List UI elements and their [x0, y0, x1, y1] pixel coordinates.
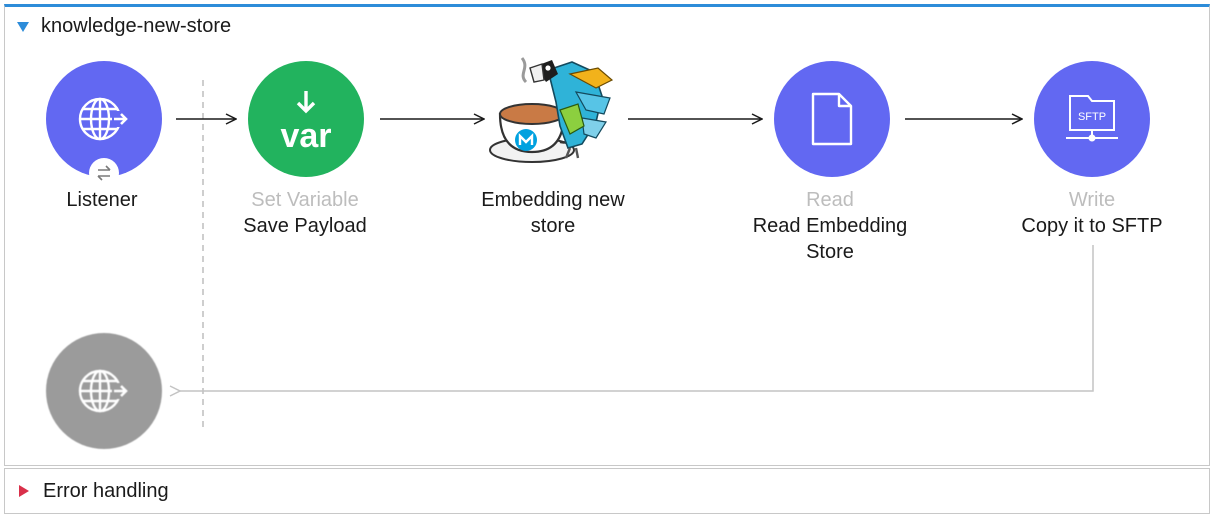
set-variable-name: Save Payload [243, 215, 367, 237]
sftp-icon-text: SFTP [1078, 111, 1106, 123]
embedding-label: Embedding new store [458, 187, 648, 239]
globe-arrow-icon [78, 97, 128, 141]
document-icon [811, 92, 853, 146]
download-arrow-icon [296, 90, 316, 113]
globe-arrow-icon [78, 369, 128, 413]
embedding-node[interactable] [486, 52, 620, 172]
write-label: Write Copy it to SFTP [996, 187, 1188, 239]
swap-arrows-icon [97, 165, 111, 181]
write-node[interactable]: SFTP [1034, 61, 1150, 177]
set-variable-label: Set Variable Save Payload [215, 187, 395, 239]
listener-node[interactable] [46, 61, 162, 177]
read-label: Read Read Embedding Store [730, 187, 930, 265]
embedding-name: Embedding new store [481, 189, 625, 237]
var-icon: var [280, 116, 332, 155]
listener-name: Listener [66, 189, 138, 211]
return-connector [180, 245, 1094, 391]
flow-header[interactable]: knowledge-new-store [17, 15, 231, 38]
listener-label: Listener [32, 187, 172, 213]
expand-caret-icon[interactable] [19, 485, 29, 497]
set-variable-type: Set Variable [251, 189, 359, 211]
mule-coffee-parrot-icon [489, 57, 614, 163]
write-name: Copy it to SFTP [1021, 215, 1163, 237]
error-handling-section[interactable]: Error handling [4, 468, 1210, 514]
read-node[interactable] [774, 61, 890, 177]
error-handling-label: Error handling [43, 479, 169, 502]
response-node[interactable] [46, 333, 162, 449]
read-name: Read Embedding Store [752, 215, 908, 263]
write-type: Write [1068, 189, 1116, 211]
sftp-folder-icon: SFTP [1066, 95, 1118, 142]
flow-title: knowledge-new-store [41, 15, 232, 37]
read-type: Read [806, 189, 854, 211]
collapse-caret-icon[interactable] [17, 21, 29, 32]
set-variable-node[interactable]: var [248, 61, 364, 177]
listener-badge [89, 158, 119, 188]
